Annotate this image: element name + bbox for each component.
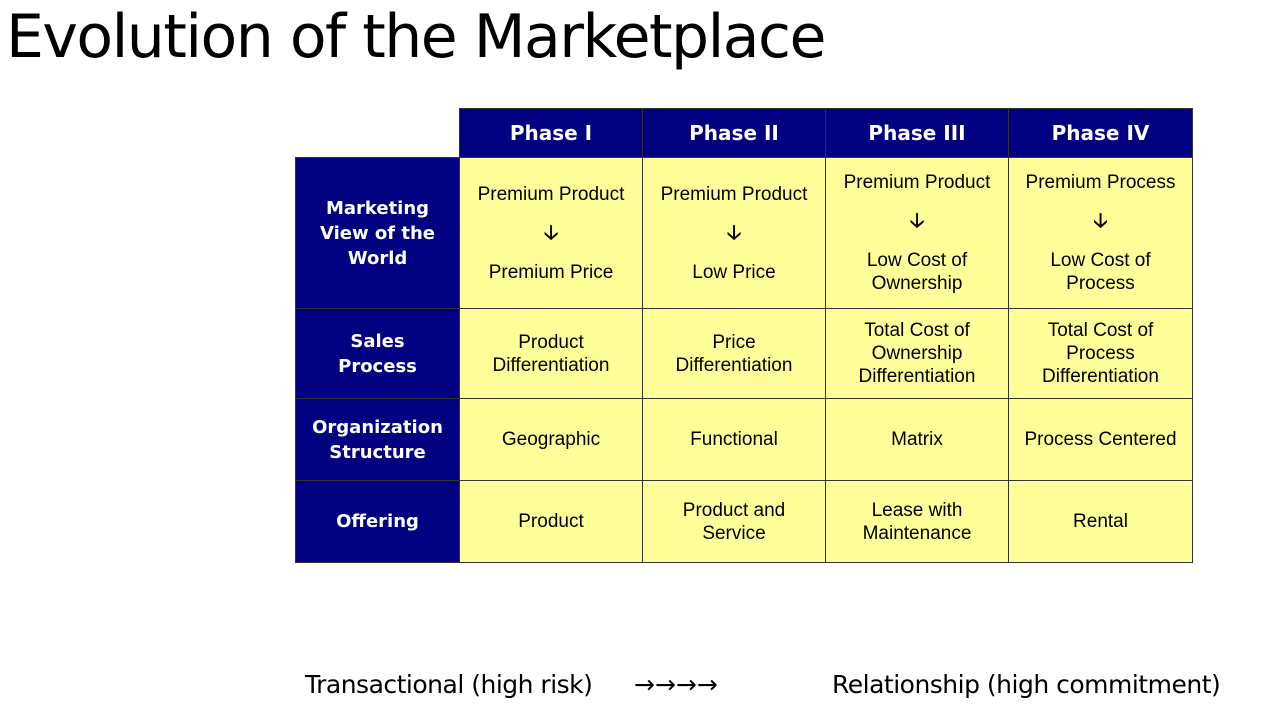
cell-line: Process Centered (1024, 429, 1177, 450)
row-sales-process: Sales Process Product Differentiation Pr… (295, 308, 1193, 399)
cell-marketing-phase-4: Premium Process 🡣 Low Cost of Process (1008, 157, 1193, 309)
row-header-line: Process (338, 355, 417, 377)
down-arrow-icon: 🡣 (1093, 208, 1108, 232)
cell-line: Product (518, 511, 584, 532)
cell-bottom-text: Low Price (692, 261, 776, 283)
cell-marketing-phase-2: Premium Product 🡣 Low Price (642, 157, 826, 309)
cell-offering-phase-4: Rental (1008, 480, 1193, 563)
phase-1-header: Phase I (459, 108, 643, 158)
row-marketing-view: Marketing View of the World Premium Prod… (295, 157, 1193, 309)
cell-top-text: Premium Process (1025, 172, 1176, 193)
cell-line: Process (1066, 343, 1135, 364)
cell-line: Functional (690, 429, 778, 450)
row-header-offering: Offering (295, 480, 460, 563)
table-corner (296, 109, 460, 158)
cell-line: Product and (682, 499, 786, 521)
phase-4-header: Phase IV (1008, 108, 1193, 158)
cell-line: Differentiation (675, 354, 793, 376)
cell-marketing-phase-1: Premium Product 🡣 Premium Price (459, 157, 643, 309)
row-header-line: Structure (329, 441, 426, 463)
cell-organization-phase-3: Matrix (825, 398, 1009, 481)
cell-organization-phase-1: Geographic (459, 398, 643, 481)
cell-organization-phase-4: Process Centered (1008, 398, 1193, 481)
cell-line: Lease with (871, 499, 963, 521)
cell-bottom-text: Premium Price (488, 261, 614, 283)
cell-bottom-text: Ownership (871, 273, 963, 294)
row-header-organization-structure: Organization Structure (295, 398, 460, 481)
cell-line: Product (518, 331, 584, 353)
right-arrows-icon: →→→→ (634, 670, 718, 699)
cell-sales-phase-1: Product Differentiation (459, 308, 643, 399)
cell-line: Matrix (891, 429, 943, 450)
cell-line: Total Cost of (864, 320, 970, 341)
cell-line: Ownership (871, 343, 963, 364)
cell-offering-phase-3: Lease with Maintenance (825, 480, 1009, 563)
row-header-line: View of the (320, 222, 435, 244)
cell-offering-phase-1: Product (459, 480, 643, 563)
cell-line: Differentiation (1042, 366, 1159, 387)
down-arrow-icon: 🡣 (726, 219, 742, 244)
cell-offering-phase-2: Product and Service (642, 480, 826, 563)
cell-organization-phase-2: Functional (642, 398, 826, 481)
footer-transactional-label: Transactional (high risk) (305, 670, 593, 699)
phase-3-header: Phase III (825, 108, 1009, 158)
cell-sales-phase-4: Total Cost of Process Differentiation (1008, 308, 1193, 399)
cell-marketing-phase-3: Premium Product 🡣 Low Cost of Ownership (825, 157, 1009, 309)
cell-line: Geographic (501, 429, 601, 450)
marketplace-phase-table: Phase I Phase II Phase III Phase IV Mark… (295, 108, 1193, 563)
row-header-sales-process: Sales Process (295, 308, 460, 399)
down-arrow-icon: 🡣 (543, 219, 559, 244)
cell-sales-phase-2: Price Differentiation (642, 308, 826, 399)
row-organization-structure: Organization Structure Geographic Functi… (295, 398, 1193, 481)
cell-line: Differentiation (492, 354, 610, 376)
cell-line: Service (702, 522, 766, 544)
row-header-line: Marketing (325, 197, 430, 219)
cell-bottom-text: Process (1066, 273, 1135, 294)
row-header-line: World (347, 247, 408, 269)
cell-line: Differentiation (858, 366, 976, 387)
cell-bottom-text: Low Cost of (1050, 250, 1151, 271)
cell-line: Total Cost of (1047, 320, 1154, 341)
slide-title: Evolution of the Marketplace (6, 2, 826, 72)
cell-line: Price (712, 331, 756, 353)
row-header-line: Offering (336, 511, 419, 532)
down-arrow-icon: 🡣 (909, 208, 925, 232)
cell-line: Rental (1073, 511, 1128, 532)
phase-2-header: Phase II (642, 108, 826, 158)
cell-top-text: Premium Product (843, 172, 991, 193)
cell-bottom-text: Low Cost of (866, 250, 968, 271)
cell-line: Maintenance (862, 522, 972, 544)
row-header-line: Sales (350, 330, 405, 352)
phase-header-row: Phase I Phase II Phase III Phase IV (296, 108, 1193, 158)
cell-sales-phase-3: Total Cost of Ownership Differentiation (825, 308, 1009, 399)
footer-relationship-label: Relationship (high commitment) (832, 670, 1221, 699)
row-header-line: Organization (312, 416, 443, 438)
cell-top-text: Premium Product (660, 183, 808, 205)
cell-top-text: Premium Product (477, 183, 625, 205)
row-offering: Offering Product Product and Service Lea… (295, 480, 1193, 563)
row-header-marketing-view: Marketing View of the World (295, 157, 460, 309)
